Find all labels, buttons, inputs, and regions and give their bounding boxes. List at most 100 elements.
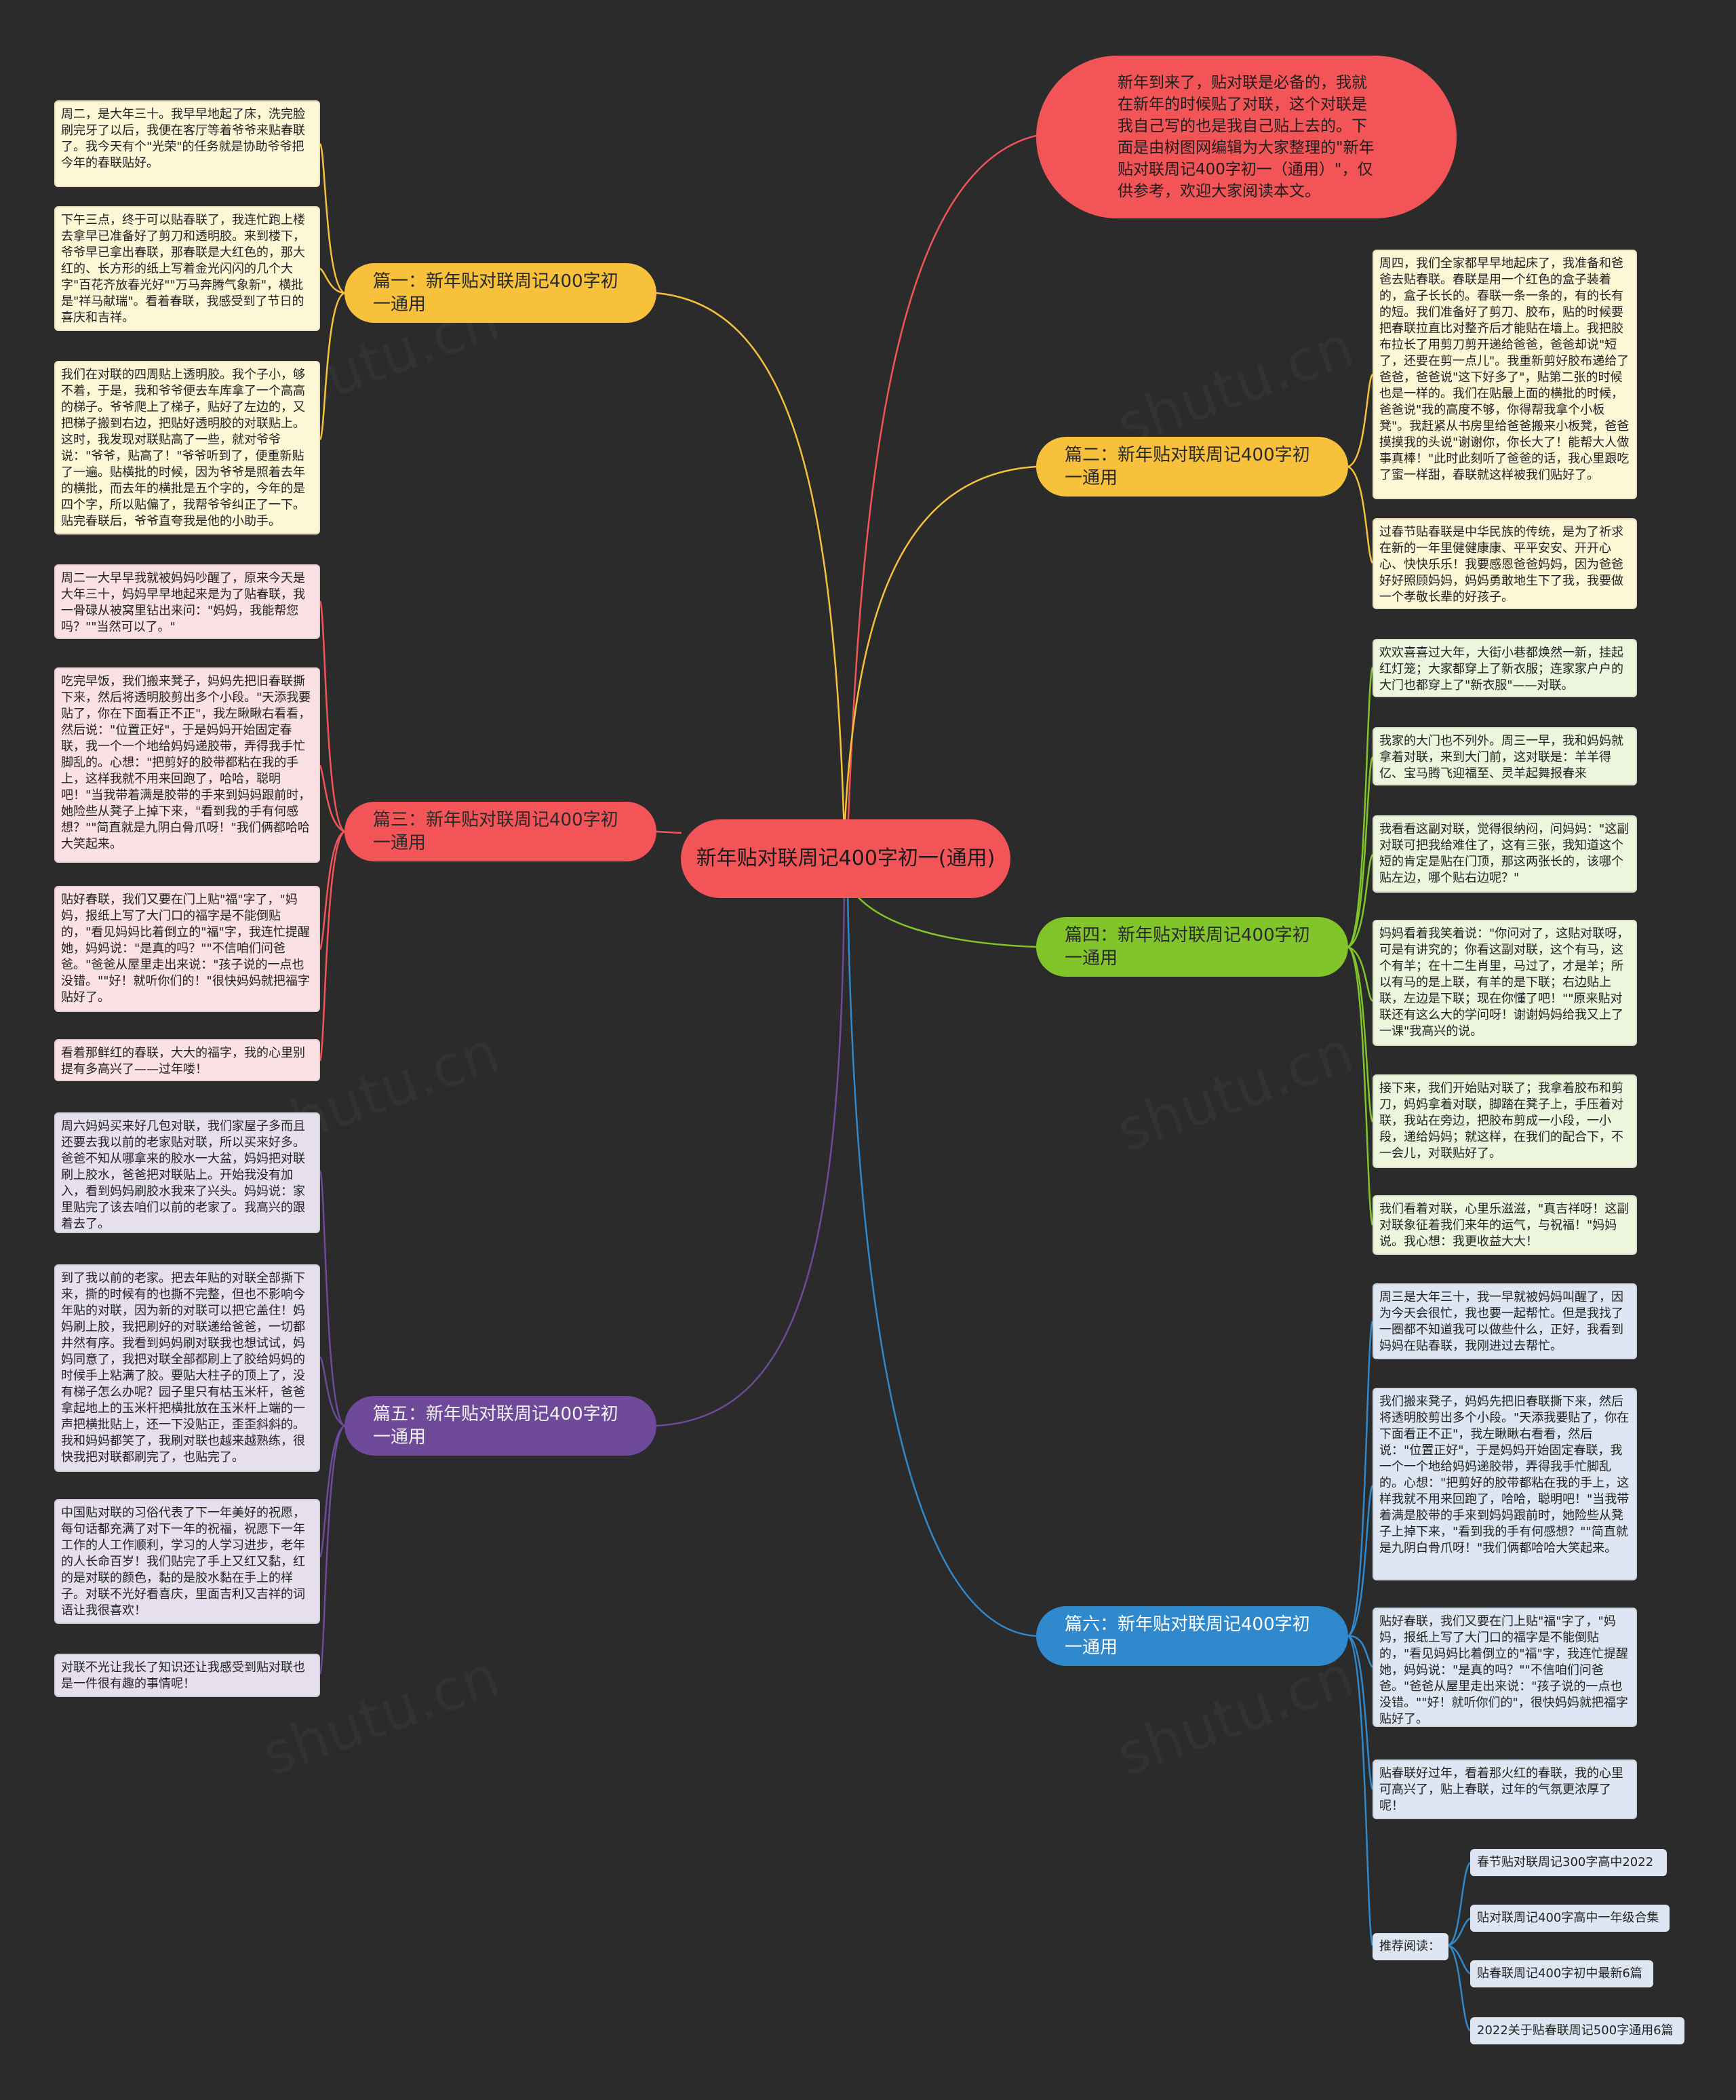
b5-note-4-text: 对联不光让我长了知识还让我感受到贴对联也是一件很有趣的事情呢！ [61, 1660, 305, 1691]
branch-6[interactable]: 篇六：新年贴对联周记400字初一通用 [1036, 1606, 1348, 1666]
intro-summary[interactable]: 新年到来了，贴对联是必备的，我就在新年的时候贴了对联，这个对联是我自己写的也是我… [1036, 56, 1457, 218]
link-b1-n2 [319, 267, 345, 294]
b5-note-2[interactable]: 到了我以前的老家。把去年贴的对联全部撕下来，撕的时候有的也撕不完整，但也不影响今… [54, 1264, 320, 1472]
recommend-link-2-text: 贴对联周记400字高中一年级合集 [1477, 1911, 1659, 1925]
b2-note-2-text: 过春节贴春联是中华民族的传统，是为了祈求在新的一年里健健康康、平平安安、开开心心… [1379, 525, 1623, 604]
b5-note-3-text: 中国贴对联的习俗代表了下一年美好的祝愿，每句话都充满了对下一年的祝福，祝愿下一年… [61, 1506, 305, 1618]
link-b3-n4 [319, 830, 345, 1062]
link-rec-1 [1448, 1862, 1471, 1947]
link-b6-n4 [1347, 1635, 1374, 1790]
link-b2-n2 [1347, 465, 1374, 564]
link-b4-n4 [1347, 946, 1373, 1003]
b4-note-1[interactable]: 欢欢喜喜过大年，大街小巷都焕然一新，挂起红灯笼；大家都穿上了新衣服；连家家户户的… [1373, 639, 1637, 697]
link-b2-n1 [1347, 374, 1374, 468]
b6-note-1[interactable]: 周三是大年三十，我一早就被妈妈叫醒了，因为今天会很忙，我也要一起帮忙。但是我找了… [1373, 1283, 1637, 1359]
b4-note-6[interactable]: 我们看着对联，心里乐滋滋，"真吉祥呀！这副对联象征着我们来年的运气，与祝福！"妈… [1373, 1195, 1637, 1255]
link-rec-2 [1448, 1917, 1471, 1947]
link-b6-n2 [1347, 1485, 1374, 1637]
link-b1-n3 [319, 292, 345, 440]
link-b4-n1 [1347, 667, 1374, 948]
b4-note-3[interactable]: 我看看这副对联，觉得很纳闷，问妈妈："这副对联可把我给难住了，这有三张，我知道这… [1373, 815, 1637, 893]
link-b4-n2 [1347, 756, 1374, 948]
b3-note-1[interactable]: 周二一大早早我就被妈妈吵醒了，原来今天是大年三十，妈妈早早地起来是为了贴春联，我… [54, 564, 320, 639]
branch-2[interactable]: 篇二：新年贴对联周记400字初一通用 [1036, 437, 1348, 497]
b5-note-1[interactable]: 周六妈妈买来好几包对联，我们家屋子多而且还要去我以前的老家贴对联，所以买来好多。… [54, 1112, 320, 1233]
link-root-b6 [846, 888, 1037, 1637]
b3-note-2[interactable]: 吃完早饭，我们搬来凳子，妈妈先把旧春联撕下来，然后将透明胶剪出多个小段。"天添我… [54, 667, 320, 863]
b4-note-4-text: 妈妈看着我笑着说："你问对了，这贴对联呀，可是有讲究的；你看这副对联，这个有马，… [1379, 927, 1630, 1038]
recommend-label: 推荐阅读： [1373, 1933, 1448, 1960]
recommend-label-text: 推荐阅读： [1379, 1939, 1440, 1953]
recommend-link-1-text: 春节贴对联周记300字高中2022 [1477, 1855, 1654, 1869]
link-root-intro [846, 134, 1037, 836]
b3-note-4[interactable]: 看着那鲜红的春联，大大的福字，我的心里别提有多高兴了——过年喽！ [54, 1039, 320, 1081]
b3-note-3[interactable]: 贴好春联，我们又要在门上贴"福"字了，"妈妈，报纸上写了大门口的福字是不能倒贴的… [54, 886, 320, 1012]
branch-6-title: 篇六：新年贴对联周记400字初一通用 [1065, 1614, 1310, 1658]
link-b6-n1 [1347, 1321, 1374, 1637]
b6-note-2-text: 我们搬来凳子，妈妈先把旧春联撕下来，然后将透明胶剪出多个小段。"天添我要贴了，你… [1379, 1395, 1630, 1555]
b6-note-4[interactable]: 贴春联好过年，看着那火红的春联，我的心里可高兴了，贴上春联，过年的气氛更浓厚了呢… [1373, 1759, 1637, 1819]
link-b3-n3 [319, 830, 345, 950]
b4-note-2-text: 我家的大门也不列外。周三一早，我和妈妈就拿着对联，来到大门前，这对联是：羊羊得亿… [1379, 734, 1623, 781]
b4-note-5-text: 接下来，我们开始贴对联了；我拿着胶布和剪刀，妈妈拿着对联，脚踏在凳子上，手压着对… [1379, 1081, 1623, 1161]
link-b5-n1 [319, 1170, 345, 1427]
branch-1[interactable]: 篇一：新年贴对联周记400字初一通用 [344, 263, 656, 323]
b1-note-1-text: 周二，是大年三十。我早早地起了床，洗完脸刷完牙了以后，我便在客厅等着爷爷来贴春联… [61, 107, 305, 170]
b4-note-4[interactable]: 妈妈看着我笑着说："你问对了，这贴对联呀，可是有讲究的；你看这副对联，这个有马，… [1373, 920, 1637, 1046]
link-b4-n5 [1347, 946, 1374, 1123]
b5-note-3[interactable]: 中国贴对联的习俗代表了下一年美好的祝愿，每句话都充满了对下一年的祝福，祝愿下一年… [54, 1499, 320, 1624]
b3-note-3-text: 贴好春联，我们又要在门上贴"福"字了，"妈妈，报纸上写了大门口的福字是不能倒贴的… [61, 893, 310, 1005]
link-b5-n2 [319, 1356, 345, 1427]
branch-4[interactable]: 篇四：新年贴对联周记400字初一通用 [1036, 917, 1348, 977]
root-topic[interactable]: 新年贴对联周记400字初一(通用) [681, 819, 1010, 898]
link-b3-n1 [319, 600, 345, 833]
b6-note-3[interactable]: 贴好春联，我们又要在门上贴"福"字了，"妈妈，报纸上写了大门口的福字是不能倒贴的… [1373, 1608, 1637, 1727]
b3-note-4-text: 看着那鲜红的春联，大大的福字，我的心里别提有多高兴了——过年喽！ [61, 1046, 305, 1076]
b1-note-2-text: 下午三点，终于可以贴春联了，我连忙跑上楼去拿早已准备好了剪刀和透明胶。来到楼下，… [61, 213, 305, 325]
root-topic-label: 新年贴对联周记400字初一(通用) [696, 847, 995, 870]
b1-note-2[interactable]: 下午三点，终于可以贴春联了，我连忙跑上楼去拿早已准备好了剪刀和透明胶。来到楼下，… [54, 206, 320, 331]
link-root-b2 [843, 465, 1037, 836]
intro-text: 新年到来了，贴对联是必备的，我就在新年的时候贴了对联，这个对联是我自己写的也是我… [1118, 74, 1375, 200]
recommend-link-4[interactable]: 2022关于贴春联周记500字通用6篇 [1470, 2017, 1684, 2044]
link-rec-4 [1448, 1944, 1471, 2031]
link-root-b4 [850, 888, 1037, 948]
link-b5-n4 [319, 1424, 345, 1675]
b6-note-2[interactable]: 我们搬来凳子，妈妈先把旧春联撕下来，然后将透明胶剪出多个小段。"天添我要贴了，你… [1373, 1388, 1637, 1580]
recommend-link-4-text: 2022关于贴春联周记500字通用6篇 [1477, 2023, 1674, 2038]
b1-note-1[interactable]: 周二，是大年三十。我早早地起了床，洗完脸刷完牙了以后，我便在客厅等着爷爷来贴春联… [54, 100, 320, 187]
recommend-link-3[interactable]: 贴春联周记400字初中最新6篇 [1470, 1960, 1653, 1987]
b4-note-6-text: 我们看着对联，心里乐滋滋，"真吉祥呀！这副对联象征着我们来年的运气，与祝福！"妈… [1379, 1202, 1630, 1249]
b6-note-3-text: 贴好春联，我们又要在门上贴"福"字了，"妈妈，报纸上写了大门口的福字是不能倒贴的… [1379, 1614, 1628, 1726]
branch-3[interactable]: 篇三：新年贴对联周记400字初一通用 [344, 802, 656, 861]
recommend-link-2[interactable]: 贴对联周记400字高中一年级合集 [1470, 1905, 1670, 1932]
recommend-link-1[interactable]: 春节贴对联周记300字高中2022 [1470, 1849, 1667, 1876]
b4-note-2[interactable]: 我家的大门也不列外。周三一早，我和妈妈就拿着对联，来到大门前，这对联是：羊羊得亿… [1373, 727, 1637, 785]
b4-note-5[interactable]: 接下来，我们开始贴对联了；我拿着胶布和剪刀，妈妈拿着对联，脚踏在凳子上，手压着对… [1373, 1074, 1637, 1168]
link-b4-n6 [1347, 946, 1374, 1226]
b2-note-1-text: 周四，我们全家都早早地起床了，我准备和爸爸去贴春联。春联是用一个红色的盒子装着的… [1379, 256, 1630, 482]
link-root-b5 [656, 888, 846, 1427]
b3-note-2-text: 吃完早饭，我们搬来凳子，妈妈先把旧春联撕下来，然后将透明胶剪出多个小段。"天添我… [61, 674, 311, 851]
branch-5-title: 篇五：新年贴对联周记400字初一通用 [373, 1404, 618, 1447]
link-b1-n1 [319, 143, 345, 294]
b2-note-2[interactable]: 过春节贴春联是中华民族的传统，是为了祈求在新的一年里健健康康、平平安安、开开心心… [1373, 518, 1637, 609]
recommend-link-3-text: 贴春联周记400字初中最新6篇 [1477, 1966, 1642, 1981]
link-rec-3 [1448, 1944, 1471, 1975]
link-b6-rec [1347, 1635, 1374, 1946]
b5-note-2-text: 到了我以前的老家。把去年贴的对联全部撕下来，撕的时候有的也撕不完整，但也不影响今… [61, 1271, 305, 1464]
branch-2-title: 篇二：新年贴对联周记400字初一通用 [1065, 445, 1310, 488]
b1-note-3-text: 我们在对联的四周贴上透明胶。我个子小，够不着，于是，我和爷爷便去车库拿了一个高高… [61, 368, 305, 528]
b2-note-1[interactable]: 周四，我们全家都早早地起床了，我准备和爸爸去贴春联。春联是用一个红色的盒子装着的… [1373, 250, 1637, 499]
b4-note-3-text: 我看看这副对联，觉得很纳闷，问妈妈："这副对联可把我给难住了，这有三张，我知道这… [1379, 822, 1630, 885]
branch-5[interactable]: 篇五：新年贴对联周记400字初一通用 [344, 1396, 656, 1456]
b1-note-3[interactable]: 我们在对联的四周贴上透明胶。我个子小，够不着，于是，我和爷爷便去车库拿了一个高高… [54, 361, 320, 534]
link-b6-n3 [1347, 1635, 1373, 1668]
link-root-b3 [656, 830, 682, 834]
link-root-b1 [656, 292, 846, 836]
b5-note-4[interactable]: 对联不光让我长了知识还让我感受到贴对联也是一件很有趣的事情呢！ [54, 1654, 320, 1697]
branch-4-title: 篇四：新年贴对联周记400字初一通用 [1065, 925, 1310, 969]
branch-1-title: 篇一：新年贴对联周记400字初一通用 [373, 271, 618, 315]
b4-note-1-text: 欢欢喜喜过大年，大街小巷都焕然一新，挂起红灯笼；大家都穿上了新衣服；连家家户户的… [1379, 646, 1623, 693]
